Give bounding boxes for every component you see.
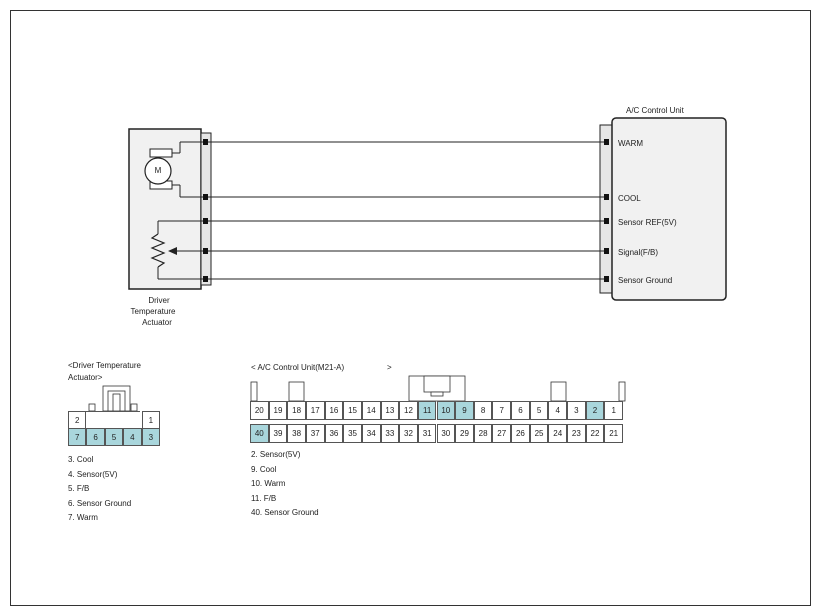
pin-label-sensor-ref: Sensor REF(5V) (618, 218, 677, 227)
control-pin-cell: 13 (380, 401, 400, 420)
motor-symbol-label: M (154, 166, 162, 175)
control-pin-cell: 38 (287, 424, 306, 443)
control-pin-cell: 37 (305, 424, 325, 443)
actuator-legend-item: 7. Warm (68, 513, 98, 522)
control-pin-cell: 2 (585, 401, 605, 420)
actuator-name-line-3: Actuator (142, 318, 172, 327)
control-pin-cell: 36 (324, 424, 344, 443)
control-pin-cell: 8 (473, 401, 493, 420)
actuator-connector-body (86, 411, 140, 429)
control-legend-item: 40. Sensor Ground (251, 508, 319, 517)
control-legend-item: 2. Sensor(5V) (251, 450, 301, 459)
control-pin-cell: 3 (567, 401, 586, 420)
actuator-connector-strip (200, 132, 212, 286)
pin-label-signal: Signal(F/B) (618, 248, 659, 257)
control-pin-cell: 17 (305, 401, 325, 420)
control-pin-cell: 10 (436, 401, 456, 420)
control-pin-cell: 27 (492, 424, 512, 443)
actuator-connector-title-line-1: <Driver Temperature (68, 361, 141, 370)
control-unit-connector-strip (599, 124, 613, 294)
control-pin-cell: 19 (268, 401, 288, 420)
control-pin-cell: 29 (455, 424, 474, 443)
control-pin-cell: 31 (417, 424, 437, 443)
control-pin-cell: 32 (399, 424, 418, 443)
pin-label-sensor-ground: Sensor Ground (618, 276, 673, 285)
pin-terminals (203, 139, 609, 282)
control-pin-cell: 39 (268, 424, 288, 443)
control-pin-cell: 9 (455, 401, 474, 420)
control-unit-box (611, 117, 727, 301)
control-pin-cell: 5 (529, 401, 549, 420)
actuator-connector-title-line-2: Actuator> (68, 373, 103, 382)
control-pin-cell: 30 (436, 424, 456, 443)
control-pin-cell: 20 (250, 401, 269, 420)
actuator-pin-cell: 2 (68, 411, 87, 429)
actuator-pin-cell: 1 (141, 411, 160, 429)
control-connector-title: < A/C Control Unit(M21-A) (251, 363, 345, 372)
actuator-pin-cell: 3 (141, 428, 160, 446)
control-pin-cell: 22 (585, 424, 605, 443)
control-pin-cell: 35 (343, 424, 362, 443)
actuator-pin-cell: 4 (123, 428, 142, 446)
actuator-pin-cell: 6 (86, 428, 105, 446)
actuator-legend-item: 6. Sensor Ground (68, 498, 132, 508)
motor-icon (144, 141, 204, 198)
actuator-connector-face (88, 385, 138, 412)
actuator-pin-cell: 5 (104, 428, 124, 446)
control-connector-title-end: > (387, 363, 392, 372)
actuator-legend-item: 5. F/B (68, 484, 90, 493)
control-legend-item: 11. F/B (251, 493, 277, 503)
control-legend-item: 9. Cool (251, 464, 277, 474)
control-pin-cell: 15 (343, 401, 362, 420)
control-pin-cell: 7 (492, 401, 512, 420)
control-unit-title: A/C Control Unit (626, 106, 684, 115)
control-pin-cell: 4 (548, 401, 568, 420)
control-pin-cell: 21 (604, 424, 623, 443)
control-pin-cell: 16 (324, 401, 344, 420)
control-pin-cell: 26 (511, 424, 530, 443)
control-connector-decorations (250, 375, 626, 402)
control-pin-cell: 1 (604, 401, 623, 420)
control-pin-cell: 33 (380, 424, 400, 443)
control-pin-cell: 28 (473, 424, 493, 443)
control-pin-cell: 12 (399, 401, 418, 420)
control-pin-cell: 40 (250, 424, 269, 443)
control-pin-cell: 25 (529, 424, 549, 443)
control-pin-cell: 18 (287, 401, 306, 420)
actuator-legend-item: 3. Cool (68, 455, 94, 464)
control-legend-item: 10. Warm (251, 479, 286, 488)
control-pin-cell: 14 (361, 401, 381, 420)
actuator-name-line-1: Driver (148, 296, 170, 305)
actuator-pin-cell: 7 (68, 428, 87, 446)
actuator-name-line-2: Temperature (130, 307, 176, 316)
control-pin-cell: 34 (361, 424, 381, 443)
diagram-frame (10, 10, 811, 606)
control-pin-cell: 6 (511, 401, 530, 420)
potentiometer-icon (150, 220, 204, 280)
control-pin-cell: 24 (548, 424, 568, 443)
control-pin-cell: 11 (417, 401, 437, 420)
pin-label-warm: WARM (618, 139, 644, 148)
control-pin-cell: 23 (567, 424, 586, 443)
pin-label-cool: COOL (618, 194, 641, 203)
wires (208, 141, 605, 280)
actuator-legend-item: 4. Sensor(5V) (68, 469, 118, 479)
